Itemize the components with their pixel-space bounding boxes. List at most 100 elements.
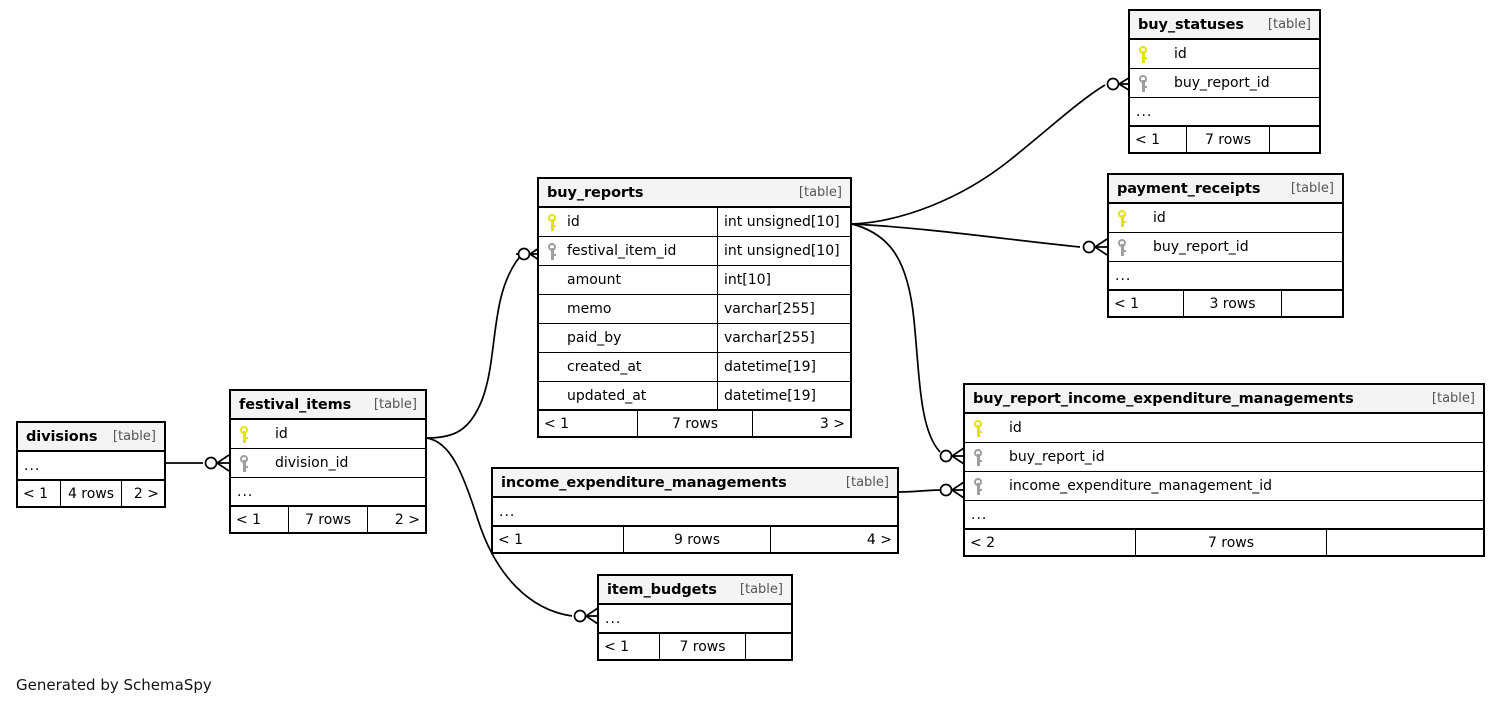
- edge-festivalitems-buyreports: [426, 253, 522, 439]
- table-income-expenditure-managements[interactable]: income_expenditure_managements [table] .…: [491, 467, 899, 554]
- table-row: division_id: [231, 449, 425, 478]
- table-header: buy_report_income_expenditure_management…: [965, 385, 1483, 414]
- footer-child-count[interactable]: 2 >: [133, 485, 159, 502]
- column-name: amount: [567, 272, 622, 288]
- column-type: datetime[19]: [717, 353, 850, 381]
- more-columns-ellipsis: ...: [24, 457, 41, 474]
- footer-child-count[interactable]: 2 >: [394, 511, 420, 528]
- footer-child-count[interactable]: 3 >: [819, 415, 845, 432]
- column-type: int[10]: [717, 266, 850, 294]
- footer-parent-count[interactable]: < 1: [236, 511, 262, 528]
- primary-key-icon: [1130, 45, 1156, 63]
- table-festival-items[interactable]: festival_items [table] id division_id ..…: [229, 389, 427, 534]
- footer-parent-count[interactable]: < 2: [970, 534, 996, 551]
- footer-child-count[interactable]: 4 >: [866, 531, 892, 548]
- edge-buyreports-buystatuses: [851, 84, 1106, 225]
- foreign-key-icon: [1109, 238, 1135, 256]
- footer-parent-count[interactable]: < 1: [1114, 295, 1140, 312]
- table-type-tag: [table]: [1431, 391, 1475, 406]
- column-name: income_expenditure_management_id: [1009, 478, 1273, 494]
- table-header: festival_items [table]: [231, 391, 425, 420]
- table-payment-receipts[interactable]: payment_receipts [table] id buy_report_i…: [1107, 173, 1344, 318]
- table-header: income_expenditure_managements [table]: [493, 469, 897, 498]
- table-divisions[interactable]: divisions [table] ... < 1 4 rows 2 >: [16, 421, 166, 508]
- table-name: festival_items: [239, 396, 352, 413]
- column-name: created_at: [567, 359, 642, 375]
- footer-row-count: 7 rows: [1135, 530, 1327, 555]
- footer-child-count[interactable]: [1282, 291, 1342, 316]
- foreign-key-icon: [231, 454, 257, 472]
- footer-parent-count[interactable]: < 1: [23, 485, 49, 502]
- table-header: payment_receipts [table]: [1109, 175, 1342, 204]
- table-type-tag: [table]: [373, 397, 417, 412]
- table-row-ellipsis: ...: [1130, 98, 1319, 127]
- primary-key-icon: [539, 213, 565, 231]
- table-header: buy_statuses [table]: [1130, 11, 1319, 40]
- table-footer: < 1 7 rows 2 >: [231, 507, 425, 532]
- table-name: buy_reports: [547, 184, 644, 201]
- table-footer: < 1 7 rows: [1130, 127, 1319, 152]
- footer-parent-count[interactable]: < 1: [1135, 131, 1161, 148]
- column-type: varchar[255]: [717, 324, 850, 352]
- table-header: buy_reports [table]: [539, 179, 850, 208]
- table-row: amount int[10]: [539, 266, 850, 295]
- footer-child-count[interactable]: [746, 634, 791, 659]
- table-row: income_expenditure_management_id: [965, 472, 1483, 501]
- table-header: divisions [table]: [18, 423, 164, 452]
- foreign-key-icon: [965, 448, 991, 466]
- column-name: festival_item_id: [567, 243, 677, 259]
- footer-row-count: 7 rows: [637, 411, 753, 436]
- table-buy-report-income-expenditure-managements[interactable]: buy_report_income_expenditure_management…: [963, 383, 1485, 557]
- table-name: item_budgets: [607, 581, 717, 598]
- foreign-key-icon: [539, 242, 565, 260]
- edge-buyreports-paymentreceipts: [851, 223, 1081, 248]
- column-name: buy_report_id: [1174, 75, 1270, 91]
- table-row-ellipsis: ...: [231, 478, 425, 507]
- foreign-key-icon: [1130, 74, 1156, 92]
- column-name: division_id: [275, 455, 349, 471]
- column-type: datetime[19]: [717, 382, 850, 409]
- table-footer: < 1 3 rows: [1109, 291, 1342, 316]
- table-name: income_expenditure_managements: [501, 474, 787, 491]
- table-item-budgets[interactable]: item_budgets [table] ... < 1 7 rows: [597, 574, 793, 661]
- table-row: id: [231, 420, 425, 449]
- column-type: varchar[255]: [717, 295, 850, 323]
- primary-key-icon: [965, 419, 991, 437]
- edge-buyreports-brieem: [851, 223, 941, 453]
- table-row-ellipsis: ...: [1109, 262, 1342, 291]
- table-buy-reports[interactable]: buy_reports [table] id int unsigned[10] …: [537, 177, 852, 438]
- table-name: buy_statuses: [1138, 16, 1244, 33]
- more-columns-ellipsis: ...: [971, 506, 988, 523]
- table-footer: < 1 7 rows: [599, 634, 791, 659]
- table-row: buy_report_id: [965, 443, 1483, 472]
- table-row: id: [1130, 40, 1319, 69]
- table-type-tag: [table]: [1290, 181, 1334, 196]
- table-name: divisions: [26, 428, 98, 445]
- table-row: id: [1109, 204, 1342, 233]
- footer-row-count: 9 rows: [623, 527, 771, 552]
- footer-row-count: 7 rows: [1186, 127, 1270, 152]
- table-row-ellipsis: ...: [493, 498, 897, 527]
- table-row-ellipsis: ...: [18, 452, 164, 481]
- column-name: updated_at: [567, 387, 647, 404]
- table-row-ellipsis: ...: [599, 605, 791, 634]
- footer-parent-count[interactable]: < 1: [544, 415, 570, 432]
- table-footer: < 1 9 rows 4 >: [493, 527, 897, 552]
- table-buy-statuses[interactable]: buy_statuses [table] id buy_report_id ..…: [1128, 9, 1321, 154]
- footer-parent-count[interactable]: < 1: [498, 531, 524, 548]
- column-name: buy_report_id: [1009, 449, 1105, 465]
- table-row: buy_report_id: [1109, 233, 1342, 262]
- table-type-tag: [table]: [798, 185, 842, 200]
- footer-child-count[interactable]: [1270, 127, 1319, 152]
- footer-child-count[interactable]: [1327, 530, 1483, 555]
- edge-iem-brieem: [898, 489, 941, 493]
- column-type: int unsigned[10]: [717, 208, 850, 236]
- generated-by-caption: Generated by SchemaSpy: [16, 676, 212, 694]
- footer-parent-count[interactable]: < 1: [604, 638, 630, 655]
- primary-key-icon: [231, 425, 257, 443]
- primary-key-icon: [1109, 209, 1135, 227]
- table-row: updated_at datetime[19]: [539, 382, 850, 411]
- table-row: paid_by varchar[255]: [539, 324, 850, 353]
- column-name: id: [567, 214, 580, 230]
